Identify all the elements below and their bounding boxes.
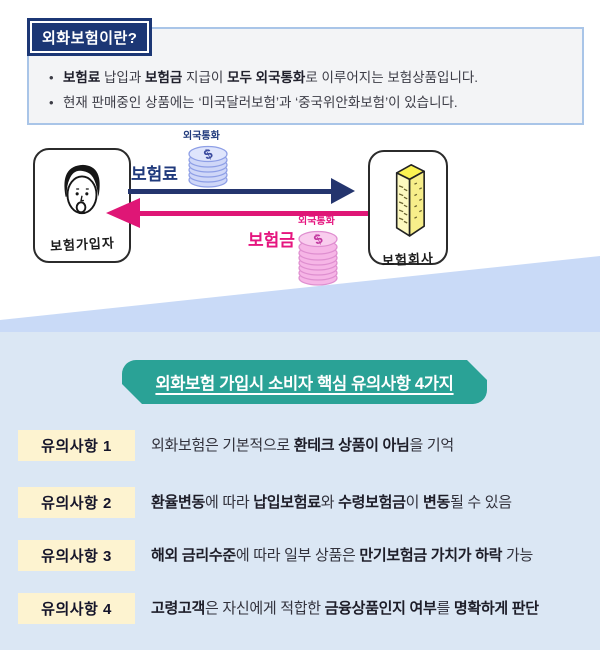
- premium-arrow: [128, 189, 332, 194]
- notice-row-2: 유의사항 2 환율변동에 따라 납입보험료와 수령보험금이 변동될 수 있음: [0, 487, 600, 518]
- notice-text-3: 해외 금리수준에 따라 일부 상품은 만기보험금 가치가 하락 가능: [151, 547, 533, 564]
- premium-coin-stack-icon: $: [186, 140, 230, 195]
- page-title-label: 외화보험이란?: [42, 29, 138, 47]
- notice-badge-1: 유의사항 1: [18, 430, 135, 461]
- premium-arrow-head: [331, 178, 355, 204]
- notice-text-4: 고령고객은 자신에게 적합한 금융상품인지 여부를 명확하게 판단: [151, 600, 539, 617]
- policyholder-label: 보험가입자: [49, 235, 115, 254]
- notice-row-1: 유의사항 1 외화보험은 기본적으로 환테크 상품이 아님을 기억: [0, 430, 600, 461]
- benefit-arrow-head: [106, 198, 140, 228]
- insurer-label: 보험회사: [381, 250, 435, 269]
- benefit-label: 보험금: [248, 231, 295, 250]
- definition-bullet-1: • 보험료 납입과 보험금 지급이 모두 외국통화로 이루어지는 보험상품입니다…: [49, 65, 568, 90]
- bullet-dot: •: [49, 95, 54, 110]
- premium-currency-label: 외국통화: [183, 131, 220, 142]
- notice-badge-2: 유의사항 2: [18, 487, 135, 518]
- notice-row-4: 유의사항 4 고령고객은 자신에게 적합한 금융상품인지 여부를 명확하게 판단: [0, 593, 600, 624]
- notice-text-2: 환율변동에 따라 납입보험료와 수령보험금이 변동될 수 있음: [151, 494, 512, 511]
- benefit-arrow: [139, 211, 368, 216]
- notice-heading-label: 외화보험 가입시 소비자 핵심 유의사항 4가지: [155, 375, 454, 393]
- insurer-card: 보험회사: [368, 150, 448, 268]
- notice-badge-3: 유의사항 3: [18, 540, 135, 571]
- bullet-dot: •: [49, 70, 54, 85]
- premium-label: 보험료: [131, 165, 178, 184]
- policyholder-face-icon: [53, 158, 111, 225]
- benefit-coin-stack-icon: $: [296, 225, 340, 293]
- notice-text-1: 외화보험은 기본적으로 환테크 상품이 아님을 기억: [151, 437, 454, 454]
- notice-heading: 외화보험 가입시 소비자 핵심 유의사항 4가지: [122, 360, 487, 404]
- page-title: 외화보험이란?: [26, 18, 153, 56]
- benefit-currency-label: 외국통화: [298, 216, 335, 227]
- notice-badge-4: 유의사항 4: [18, 593, 135, 624]
- insurer-building-icon: [382, 160, 434, 249]
- definition-bullet-2: • 현재 판매중인 상품에는 ‘미국달러보험’과 ‘중국위안화보험’이 있습니다…: [49, 90, 568, 115]
- definition-bullet-1-text: 보험료 납입과 보험금 지급이 모두 외국통화로 이루어지는 보험상품입니다.: [63, 70, 479, 85]
- notice-row-3: 유의사항 3 해외 금리수준에 따라 일부 상품은 만기보험금 가치가 하락 가…: [0, 540, 600, 571]
- definition-bullet-2-text: 현재 판매중인 상품에는 ‘미국달러보험’과 ‘중국위안화보험’이 있습니다.: [63, 95, 458, 110]
